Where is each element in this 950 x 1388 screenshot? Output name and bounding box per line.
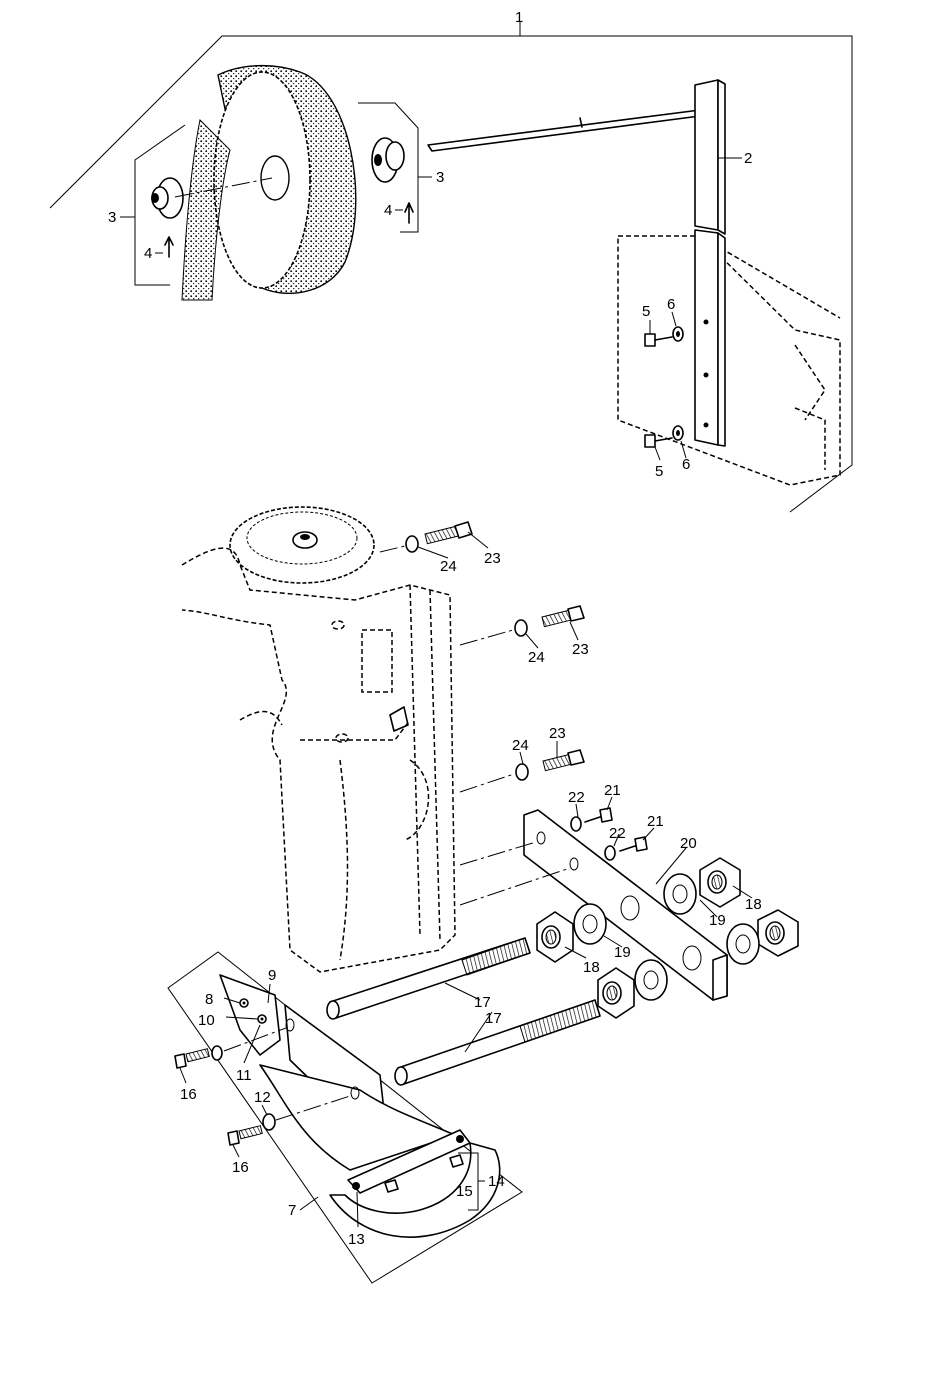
callout-17-upper: 17 (474, 994, 491, 1011)
upright-bar (695, 80, 742, 234)
machine-head (182, 507, 455, 972)
callout-15: 15 (456, 1183, 473, 1200)
callout-3-left: 3 (108, 209, 116, 226)
callout-4-left: 4 (144, 245, 152, 262)
callout-5-lower: 5 (655, 463, 663, 480)
callout-11: 11 (236, 1067, 252, 1084)
callout-10: 10 (198, 1012, 215, 1029)
callout-21-lower: 21 (647, 813, 664, 830)
assembly-group-bracket (50, 36, 852, 512)
callout-14: 14 (488, 1173, 505, 1190)
callout-23-middle: 23 (572, 641, 589, 658)
callout-22-lower: 22 (609, 825, 626, 842)
callout-3-right: 3 (436, 169, 444, 186)
callout-24-lower: 24 (512, 737, 529, 754)
callout-9: 9 (268, 967, 276, 984)
callout-18-left: 18 (583, 959, 600, 976)
callout-8: 8 (205, 991, 213, 1008)
callout-24-top: 24 (440, 558, 457, 575)
callout-13: 13 (348, 1231, 365, 1248)
callout-20: 20 (680, 835, 697, 852)
callout-7: 7 (288, 1202, 296, 1219)
bolt-washer-lower (645, 426, 683, 447)
callout-6-upper: 6 (667, 296, 675, 313)
callout-12: 12 (254, 1089, 271, 1106)
callout-19-left: 19 (614, 944, 631, 961)
callout-17-lower: 17 (485, 1010, 502, 1027)
callout-23-lower: 23 (549, 725, 566, 742)
callout-22-upper: 22 (568, 789, 585, 806)
bolt-washer-upper (645, 327, 683, 346)
threaded-rod-upper (327, 938, 530, 1019)
screw-washer-lower (460, 750, 584, 792)
callout-1: 1 (515, 9, 523, 26)
callout-18-right: 18 (745, 896, 762, 913)
callout-2: 2 (744, 150, 752, 167)
callout-24-middle: 24 (528, 649, 545, 666)
shaft-rod (428, 110, 700, 151)
callout-19-right: 19 (709, 912, 726, 929)
callout-4-right: 4 (384, 202, 392, 219)
callout-5-upper: 5 (642, 303, 650, 320)
callout-23-top: 23 (484, 550, 501, 567)
belt-pulley (182, 66, 356, 300)
screw-washer-middle (460, 606, 584, 645)
callout-16-upper: 16 (180, 1086, 197, 1103)
callout-6-lower: 6 (682, 456, 690, 473)
callout-16-lower: 16 (232, 1159, 249, 1176)
callout-21-upper: 21 (604, 782, 621, 799)
screw-washer-top (380, 522, 472, 552)
